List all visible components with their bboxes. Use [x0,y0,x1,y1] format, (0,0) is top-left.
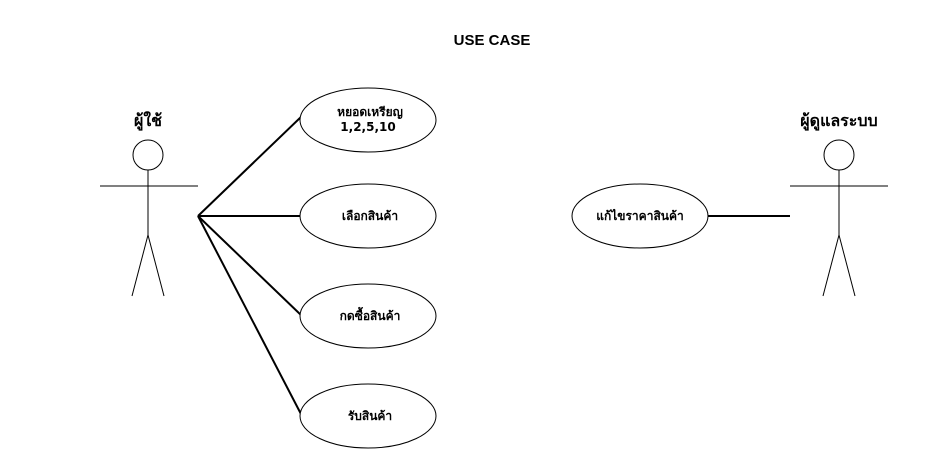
actor-admin-label: ผู้ดูแลระบบ [800,111,877,132]
use-case-label: กดซื้อสินค้า [340,306,401,323]
actor-admin: ผู้ดูแลระบบ [790,111,888,297]
actor-user-left-leg [131,234,149,297]
association-user-insert-coin [197,115,303,217]
actor-user-head [132,139,164,171]
associations [197,115,790,417]
association-user-receive-product [197,215,303,417]
actor-user: ผู้ใช้ [100,111,198,297]
actor-admin-left-leg [822,234,840,297]
use-case-edit-price[interactable]: แก้ไขราคาสินค้า [571,183,709,249]
use-case-label: รับสินค้า [348,409,392,423]
use-case-label-line-1: หยอดเหรียญ [337,105,403,119]
use-case-ellipse[interactable] [299,383,437,449]
use-case-ellipse[interactable] [299,183,437,249]
use-case-label-line-2: 1,2,5,10 [340,120,395,134]
use-case-ellipse[interactable] [571,183,709,249]
actor-user-label: ผู้ใช้ [134,111,162,132]
use-case-ellipse[interactable] [299,283,437,349]
use-case-ellipse[interactable] [299,87,437,153]
diagram-title: USE CASE [454,32,531,49]
use-case-label: แก้ไขราคาสินค้า [596,208,683,223]
use-case-select-product[interactable]: เลือกสินค้า [299,183,437,249]
actor-user-right-leg [147,234,165,297]
use-case-insert-coin[interactable]: หยอดเหรียญ 1,2,5,10 [299,87,437,153]
actor-admin-head [823,139,855,171]
use-case-buy-product[interactable]: กดซื้อสินค้า [299,283,437,349]
association-user-buy-product [197,215,303,317]
use-case-label: เลือกสินค้า [342,209,398,223]
actor-admin-right-leg [838,234,856,297]
use-case-receive-product[interactable]: รับสินค้า [299,383,437,449]
